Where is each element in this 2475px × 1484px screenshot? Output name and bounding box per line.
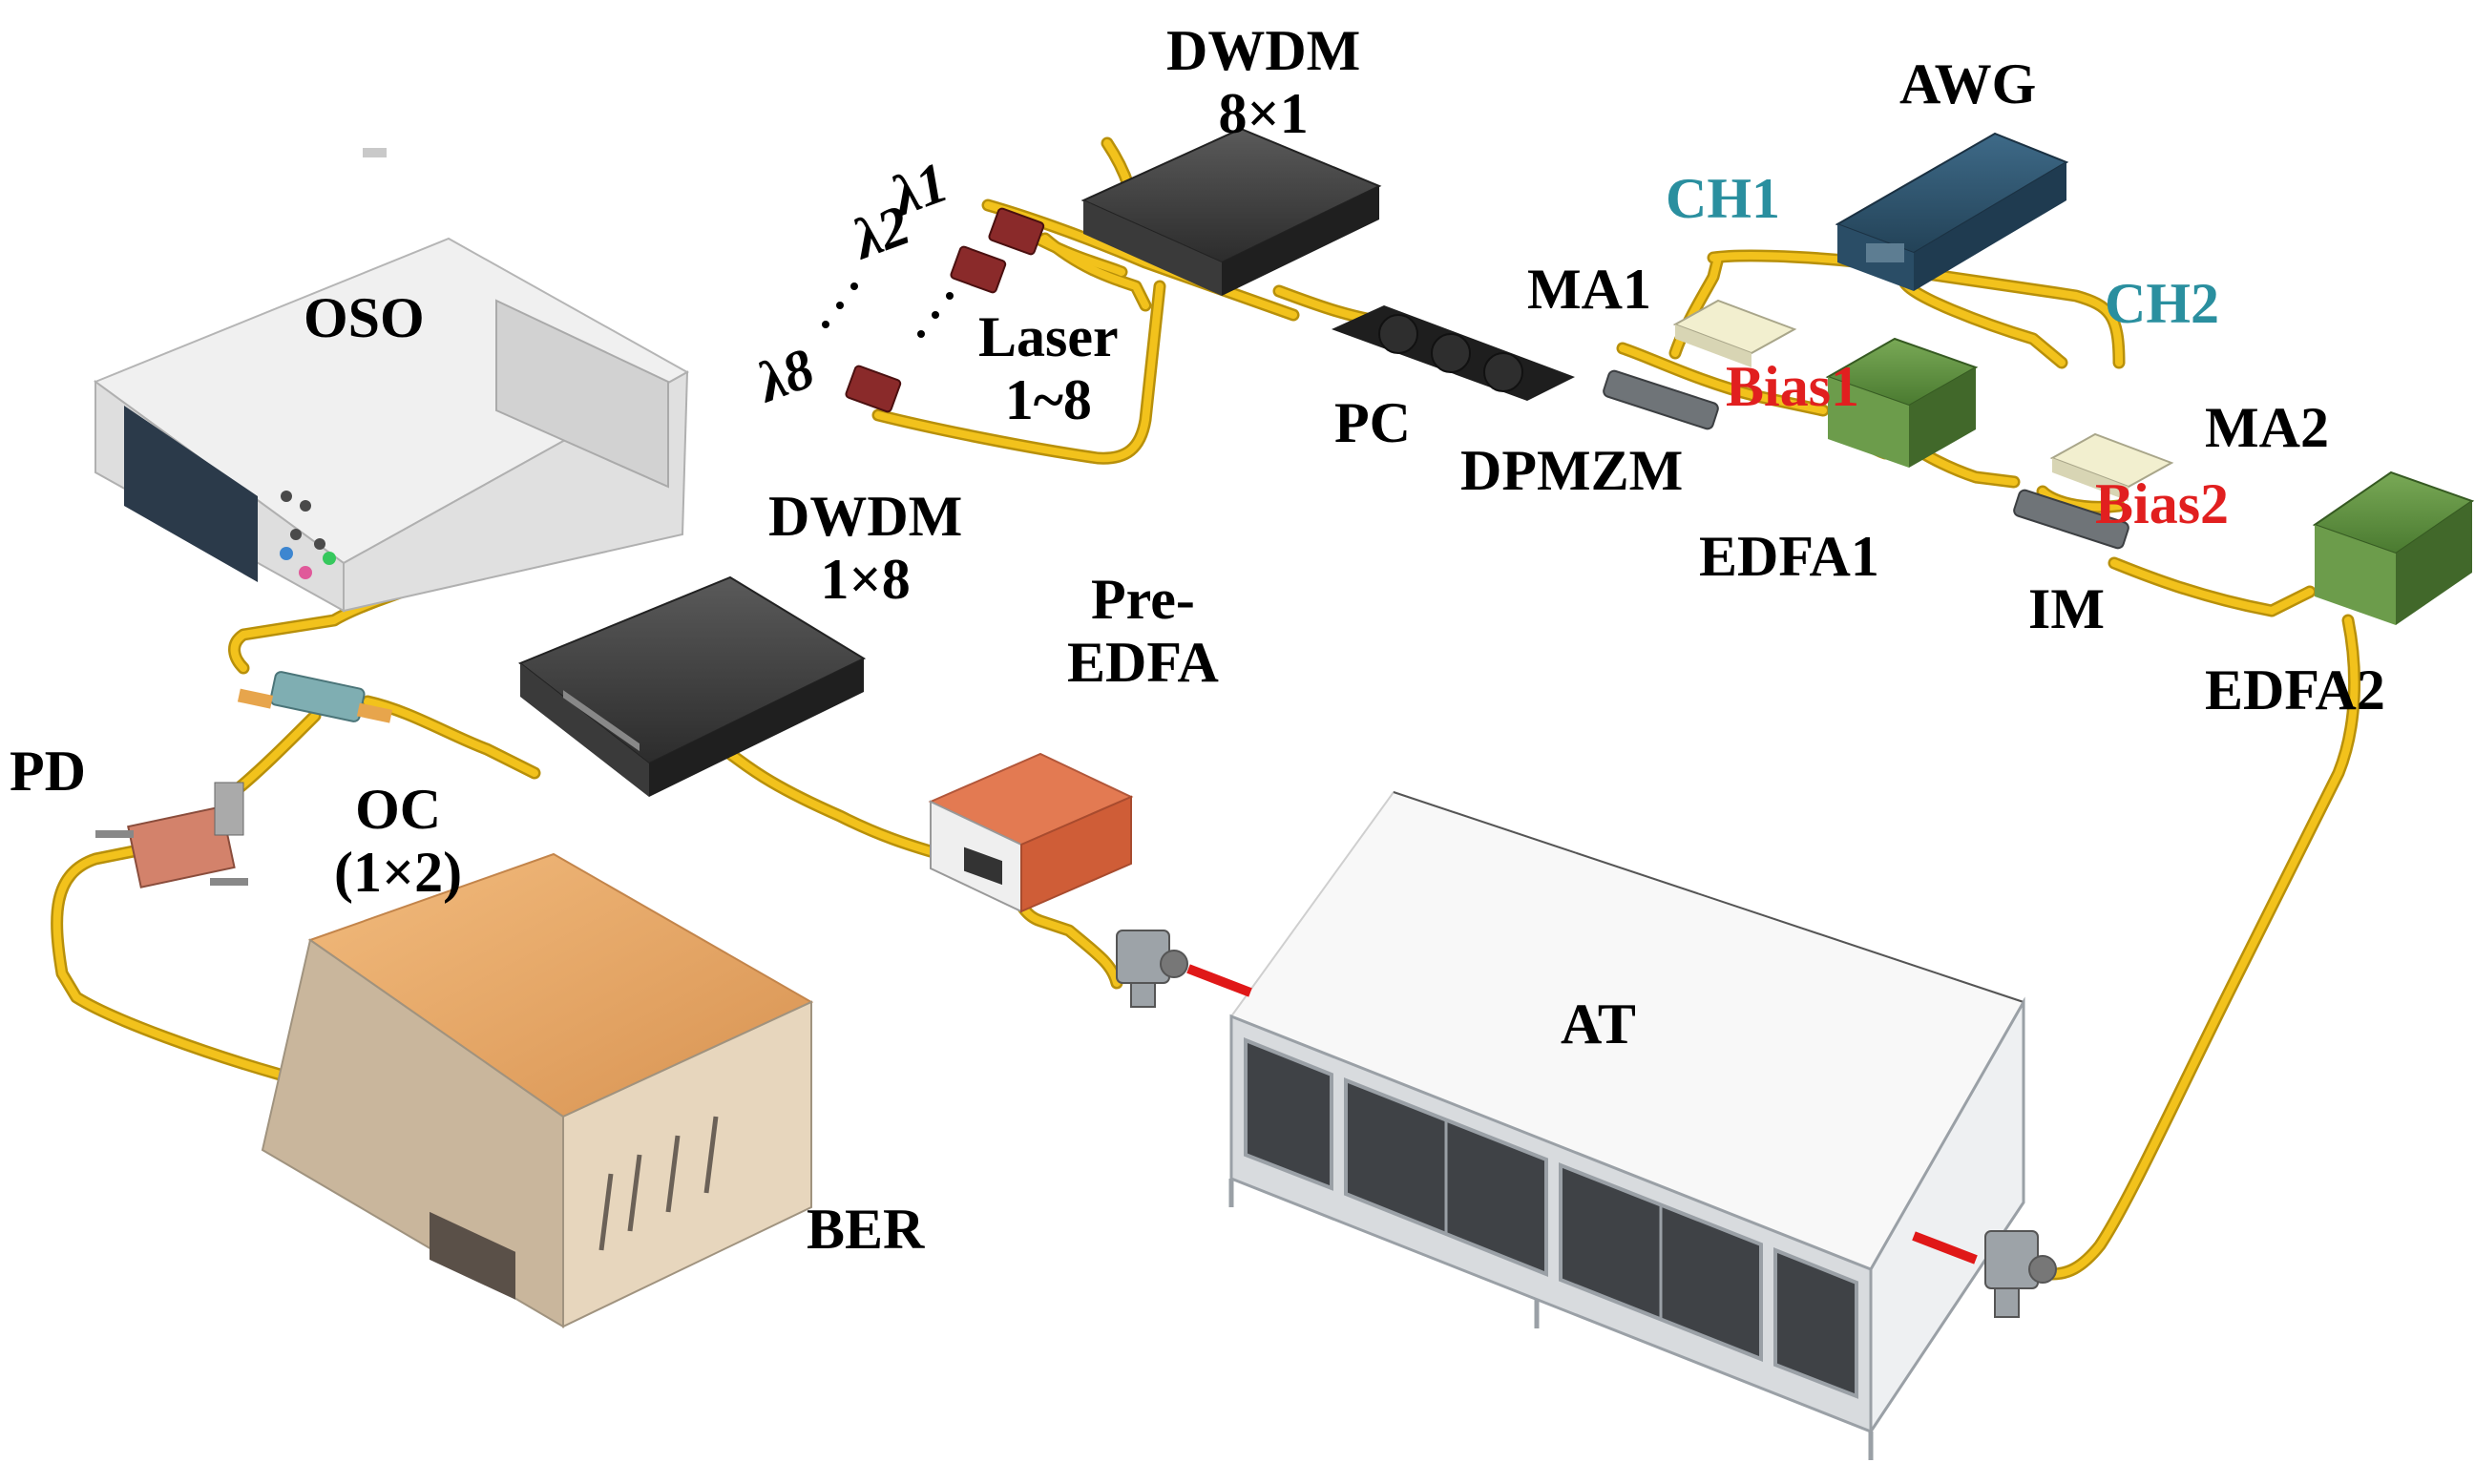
oc-label: OC (1×2) (334, 778, 463, 904)
photodetector-icon (95, 782, 248, 888)
dwdm-demux-icon (518, 575, 867, 797)
dwdm-mux-label: DWDM 8×1 (1166, 19, 1361, 145)
ber-tester-icon (261, 852, 814, 1328)
edfa1-label: EDFA1 (1699, 525, 1879, 588)
fiber-network (51, 136, 2361, 1281)
ma1-label: MA1 (1527, 258, 1651, 321)
edfa-icon (928, 752, 1134, 913)
pd-label: PD (10, 740, 86, 803)
collimator-icon (1116, 930, 1188, 1008)
laser-label: Laser 1~8 (978, 305, 1119, 431)
modulator-icon (2013, 489, 2129, 550)
dwdm-demux-label: DWDM 1×8 (768, 485, 963, 611)
laser-source-icon (845, 207, 1045, 413)
edfa2-label: EDFA2 (2205, 658, 2385, 721)
dpmzm-label: DPMZM (1460, 439, 1684, 502)
microwave-amplifier-icon (2049, 432, 2174, 501)
oso-label: OSO (304, 286, 425, 349)
bias1-label: Bias1 (1726, 355, 1860, 418)
oso-instrument-icon (93, 148, 690, 613)
ma2-label: MA2 (2205, 396, 2329, 459)
pc-label: PC (1334, 391, 1411, 454)
collimator-icon (1984, 1230, 2057, 1318)
awg-instrument-icon (1835, 132, 2069, 291)
ch1-label: CH1 (1666, 167, 1780, 230)
ber-label: BER (807, 1198, 925, 1261)
at-label: AT (1561, 993, 1636, 1056)
dwdm-mux-icon (1080, 127, 1382, 296)
modulator-icon (1603, 369, 1719, 430)
edfa-icon (2312, 470, 2475, 625)
ch2-label: CH2 (2105, 272, 2219, 335)
optical-coupler-icon (237, 671, 393, 723)
pre-edfa-label: Pre- EDFA (1067, 568, 1219, 694)
ellipsis-dots (822, 282, 954, 338)
im-label: IM (2028, 577, 2105, 640)
edfa-icon (1825, 337, 1979, 468)
awg-label: AWG (1899, 52, 2037, 115)
polarization-controller-icon (1332, 305, 1575, 401)
free-space-beams (1186, 964, 1978, 1265)
microwave-amplifier-icon (1672, 299, 1797, 367)
atmospheric-turbulence-chamber-icon (1228, 790, 2025, 1460)
bias2-label: Bias2 (2095, 472, 2230, 535)
